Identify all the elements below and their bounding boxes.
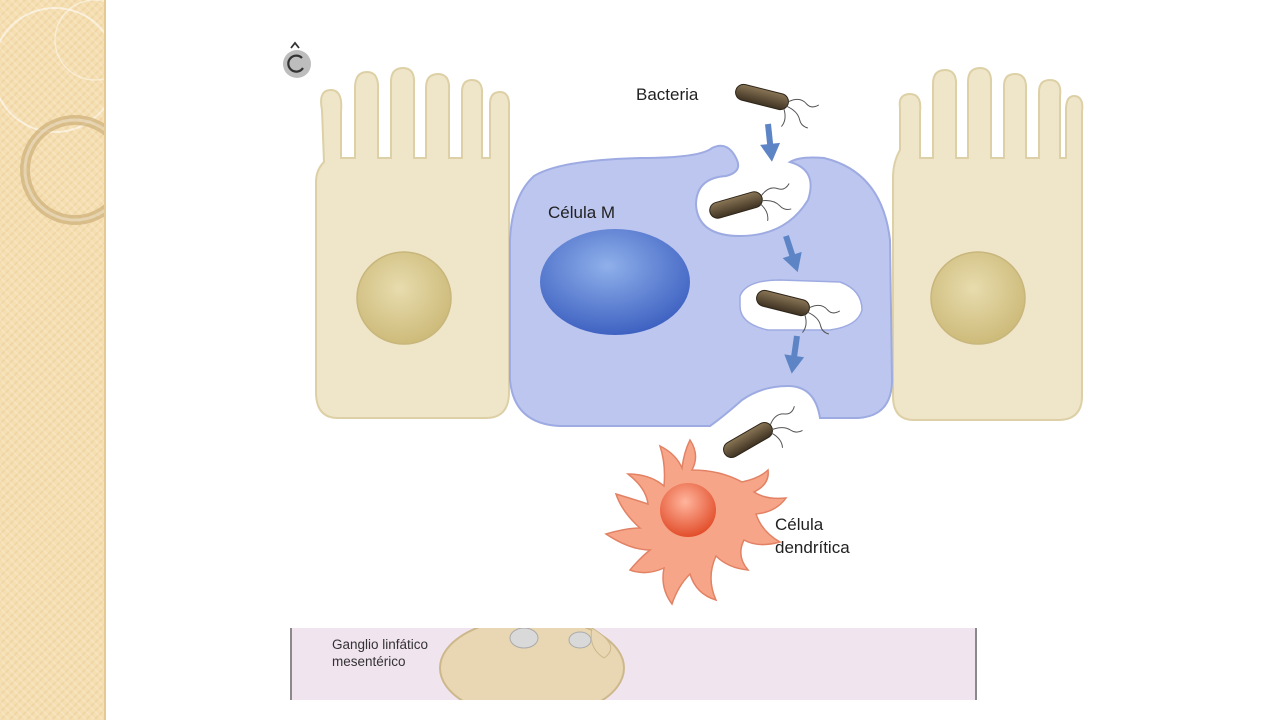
bacteria-label: Bacteria [636, 85, 699, 104]
epithelial-nucleus [930, 251, 1026, 345]
left-epithelial-cell [315, 66, 511, 419]
lymph-node-inset: Ganglio linfático mesentérico [290, 628, 977, 700]
inset-label-line2: mesentérico [332, 654, 406, 669]
m-cell [509, 144, 894, 427]
dendritic-cell [604, 438, 788, 606]
decorative-side-strip [0, 0, 106, 720]
m-cell-label: Célula M [548, 203, 615, 222]
bacterium-icon [729, 82, 820, 135]
dendritic-cell-label-line1: Célula [775, 515, 824, 534]
epithelial-nucleus [356, 251, 452, 345]
dendritic-cell-label-line2: dendrítica [775, 538, 850, 557]
dendritic-nucleus [660, 483, 716, 537]
decorative-circles [0, 0, 104, 225]
bacterium-icon [720, 404, 810, 475]
right-epithelial-cell [892, 66, 1084, 421]
rotate-icon[interactable] [283, 41, 311, 78]
inset-label-line1: Ganglio linfático [332, 637, 429, 652]
lymph-node-shape [439, 628, 625, 700]
m-cell-nucleus [540, 229, 690, 335]
arrow-down-icon [758, 122, 782, 163]
